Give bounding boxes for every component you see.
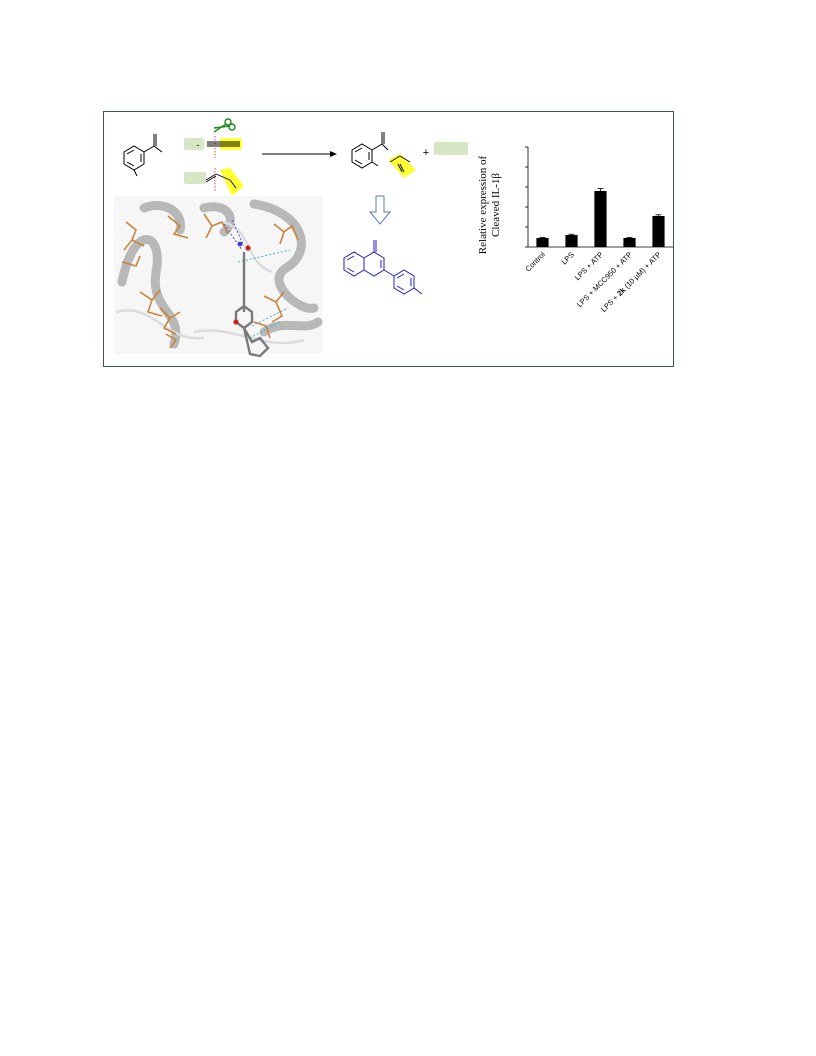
byproduct-green-box — [434, 142, 468, 155]
bar — [623, 238, 636, 247]
alkyne-bonds — [207, 141, 240, 147]
docking-image — [114, 196, 323, 358]
bar — [565, 235, 578, 247]
alkene-bonds — [205, 173, 237, 189]
reagent-green-box-2 — [184, 172, 206, 184]
y-axis-label-line2: Cleaved IL-1β — [490, 173, 502, 237]
x-tick-label: Control — [523, 250, 547, 274]
y-axis-label-line1: Relative expression of — [477, 155, 489, 254]
bar — [652, 216, 665, 247]
bar — [594, 191, 607, 247]
x-tick-label: LPS — [560, 250, 576, 266]
reaction-arrow-icon — [262, 151, 337, 157]
plus-sign: + — [423, 147, 429, 159]
x-tick-label: LPS + MCC950 + ATP — [575, 250, 634, 309]
starting-material-structure — [123, 134, 163, 177]
reaction-scheme: - — [114, 118, 468, 358]
minus-sign: - — [197, 140, 200, 150]
down-arrow-icon — [368, 195, 392, 225]
intermediate-structure — [351, 132, 389, 169]
scissors-icon — [213, 118, 236, 133]
product-structure — [343, 240, 423, 295]
intermediate-yellow-highlight — [388, 154, 416, 178]
graphical-abstract-frame: - — [103, 111, 674, 367]
il1b-bar-chart: Relative expression of Cleaved IL-1β Con… — [477, 146, 673, 314]
intermediate-fragment — [389, 155, 411, 173]
x-tick-label: LPS + 2k (10 µM) + ATP — [599, 250, 663, 314]
reagent-green-box-1 — [184, 138, 204, 150]
bar — [536, 238, 549, 247]
